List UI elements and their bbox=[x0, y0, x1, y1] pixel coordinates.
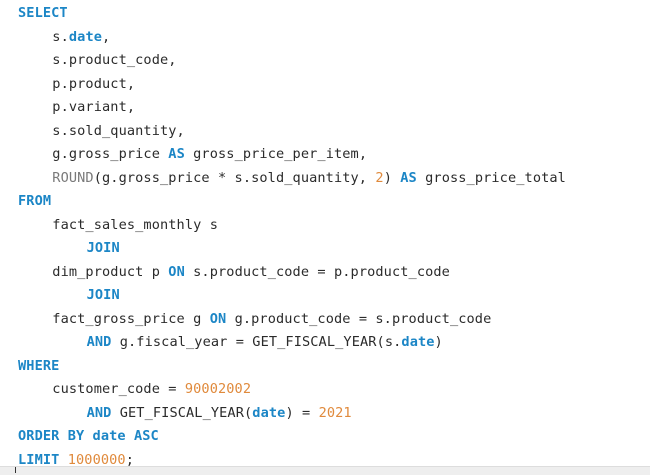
sql-identifier: GET_FISCAL_YEAR( bbox=[111, 404, 253, 421]
code-line[interactable]: WHERE bbox=[18, 355, 59, 379]
code-line[interactable]: LIMIT 1000000; bbox=[18, 449, 134, 473]
text-cursor-icon bbox=[15, 467, 16, 473]
code-line[interactable]: s.sold_quantity, bbox=[52, 120, 185, 144]
sql-identifier: fact_gross_price g bbox=[52, 310, 210, 327]
sql-identifier: p.product, bbox=[52, 75, 136, 92]
code-line[interactable]: fact_gross_price g ON g.product_code = s… bbox=[52, 308, 491, 332]
sql-identifier: p.variant, bbox=[52, 99, 136, 115]
code-line[interactable]: p.product, bbox=[52, 73, 135, 97]
sql-keyword: FROM bbox=[18, 193, 52, 209]
sql-identifier: g.product_code = s.product_code bbox=[226, 310, 492, 327]
sql-identifier: (g.gross_price * s.sold_quantity, bbox=[93, 169, 376, 186]
sql-identifier: customer_code = bbox=[52, 381, 185, 397]
code-line[interactable]: customer_code = 90002002 bbox=[52, 378, 251, 402]
code-line[interactable]: ORDER BY date ASC bbox=[18, 425, 159, 449]
sql-identifier: ) bbox=[434, 334, 443, 350]
editor-bottom-bar bbox=[0, 466, 650, 475]
code-line[interactable]: g.gross_price AS gross_price_per_item, bbox=[52, 143, 367, 167]
sql-keyword: LIMIT bbox=[18, 451, 60, 468]
sql-number: 2 bbox=[375, 169, 384, 186]
sql-identifier: ) = bbox=[285, 404, 319, 421]
sql-identifier: s.product_code = p.product_code bbox=[184, 263, 450, 280]
code-line[interactable]: FROM bbox=[18, 190, 51, 214]
sql-builtin: date bbox=[252, 404, 286, 421]
code-line[interactable]: JOIN bbox=[87, 237, 120, 261]
code-line[interactable]: p.variant, bbox=[52, 96, 135, 120]
sql-keyword: AND bbox=[86, 334, 112, 350]
sql-number: 90002002 bbox=[184, 381, 252, 397]
sql-keyword: AND bbox=[86, 404, 112, 421]
code-line[interactable]: ROUND(g.gross_price * s.sold_quantity, 2… bbox=[52, 167, 566, 191]
sql-keyword: AS bbox=[400, 169, 417, 186]
sql-keyword: SELECT bbox=[18, 5, 68, 21]
sql-identifier: dim_product p bbox=[52, 263, 169, 280]
sql-keyword: ORDER BY date ASC bbox=[18, 428, 159, 444]
sql-identifier: gross_price_per_item, bbox=[184, 146, 368, 162]
sql-identifier: fact_sales_monthly s bbox=[52, 216, 218, 233]
code-line[interactable]: SELECT bbox=[18, 2, 68, 26]
sql-identifier: s. bbox=[52, 28, 69, 45]
sql-function: ROUND bbox=[52, 169, 94, 186]
sql-identifier: , bbox=[102, 28, 111, 45]
sql-identifier: gross_price_total bbox=[416, 169, 566, 186]
sql-keyword: AS bbox=[168, 146, 185, 162]
sql-identifier: ; bbox=[125, 451, 135, 468]
code-line[interactable]: fact_sales_monthly s bbox=[52, 214, 218, 238]
code-line[interactable]: JOIN bbox=[87, 284, 120, 308]
sql-keyword: JOIN bbox=[86, 240, 120, 256]
code-line[interactable]: AND GET_FISCAL_YEAR(date) = 2021 bbox=[87, 402, 352, 426]
sql-builtin: date bbox=[401, 334, 435, 350]
code-line[interactable]: AND g.fiscal_year = GET_FISCAL_YEAR(s.da… bbox=[87, 331, 443, 355]
code-line[interactable]: s.product_code, bbox=[52, 49, 176, 73]
sql-keyword: ON bbox=[168, 263, 185, 280]
sql-builtin: date bbox=[68, 28, 103, 45]
sql-identifier: g.gross_price bbox=[52, 146, 169, 162]
sql-identifier: g.fiscal_year = GET_FISCAL_YEAR(s. bbox=[111, 334, 402, 350]
sql-keyword: JOIN bbox=[86, 287, 120, 303]
code-line[interactable]: dim_product p ON s.product_code = p.prod… bbox=[52, 261, 450, 285]
code-line[interactable]: s.date, bbox=[52, 26, 110, 50]
sql-identifier: ) bbox=[383, 169, 401, 186]
sql-identifier: s.product_code, bbox=[52, 52, 177, 68]
sql-number: 1000000 bbox=[67, 451, 126, 468]
sql-keyword: WHERE bbox=[18, 357, 60, 374]
sql-identifier: s.sold_quantity, bbox=[52, 122, 185, 139]
sql-number: 2021 bbox=[318, 404, 352, 421]
sql-keyword: ON bbox=[209, 310, 227, 327]
